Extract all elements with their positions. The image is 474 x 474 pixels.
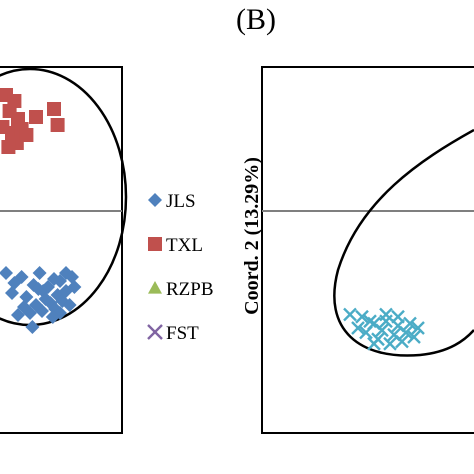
data-point-jls-1 — [0, 266, 13, 280]
data-point-fst-20 — [367, 336, 381, 351]
data-point-fst-10 — [399, 325, 413, 340]
panel-a — [0, 66, 128, 434]
data-point-jls-23 — [11, 308, 25, 322]
data-point-jls-28 — [45, 310, 60, 324]
legend-label-jls: JLS — [166, 191, 196, 212]
data-point-jls-4 — [5, 286, 19, 300]
panel-a-frame — [0, 66, 123, 434]
data-point-txl-13 — [1, 140, 16, 154]
data-point-txl-9 — [29, 110, 43, 124]
panel-b-confidence-ellipse — [333, 128, 474, 357]
data-point-jls-5 — [19, 290, 34, 304]
data-point-fst-13 — [383, 336, 397, 351]
data-point-fst-16 — [351, 321, 365, 335]
data-point-txl-5 — [0, 120, 10, 134]
data-point-fst-19 — [391, 309, 405, 324]
legend-label-txl: TXL — [166, 235, 203, 256]
data-point-fst-8 — [375, 323, 389, 338]
data-point-jls-27 — [25, 320, 40, 334]
legend-marker-fst — [147, 324, 163, 340]
data-point-fst-2 — [355, 309, 369, 324]
panel-b-points — [343, 307, 425, 351]
panel-a-points — [0, 88, 82, 334]
data-point-fst-14 — [395, 334, 409, 349]
panel-b-y-axis-title: Coord. 2 (13.29%) — [241, 157, 263, 315]
panel-b: Coord. 2 (13.29%) — [241, 66, 474, 434]
data-point-jls-29 — [62, 298, 77, 312]
data-point-fst-7 — [359, 325, 373, 340]
data-point-jls-30 — [32, 266, 47, 280]
data-point-fst-11 — [411, 321, 425, 335]
data-point-fst-1 — [343, 307, 357, 322]
data-point-jls-13 — [65, 270, 79, 284]
legend-marker-rzpb — [148, 281, 162, 294]
panel-b-frame — [261, 66, 474, 434]
panel-b-title: (B) — [236, 3, 276, 36]
legend-marker-jls — [148, 193, 162, 207]
data-point-txl-12 — [19, 128, 34, 142]
data-point-fst-15 — [363, 314, 377, 329]
data-point-jls-3 — [14, 270, 29, 284]
legend-label-rzpb: RZPB — [166, 279, 214, 300]
legend-marker-txl — [148, 237, 162, 251]
data-point-fst-17 — [407, 330, 421, 344]
legend-label-fst: FST — [166, 323, 199, 344]
data-point-txl-10 — [47, 102, 61, 116]
data-point-jls-26 — [67, 280, 82, 294]
data-point-fst-6 — [403, 316, 417, 331]
legend: JLS TXL RZPB FST — [147, 191, 214, 344]
data-point-txl-11 — [50, 118, 65, 132]
data-point-fst-18 — [379, 307, 393, 322]
